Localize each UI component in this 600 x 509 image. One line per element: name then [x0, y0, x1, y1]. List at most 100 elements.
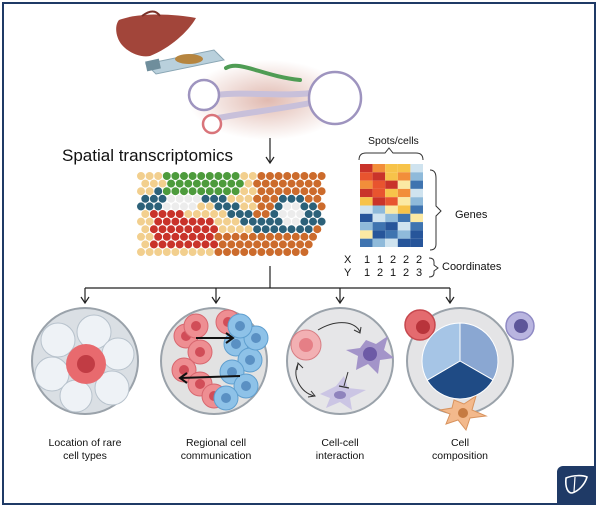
tissue-spot	[252, 209, 262, 219]
page-title: Spatial transcriptomics	[62, 146, 234, 165]
tissue-spot	[205, 201, 215, 211]
tissue-spot	[209, 194, 219, 204]
tissue-spot	[200, 179, 211, 189]
tissue-spot	[170, 247, 180, 257]
heatmap-cell	[410, 188, 423, 198]
tissue-spot	[304, 194, 314, 204]
caption-line: Location of rare	[48, 437, 122, 449]
tissue-spot	[252, 179, 262, 189]
tissue-spot	[222, 232, 232, 242]
tissue-spot	[157, 194, 168, 204]
tissue-spot	[282, 217, 292, 227]
tissue-spot	[188, 201, 198, 211]
tissue-spot	[162, 247, 172, 257]
tissue-spot	[265, 247, 275, 257]
tissue-spot	[136, 186, 146, 196]
signal-arrow	[179, 375, 241, 379]
caption-cell-composition: Cell composition	[400, 437, 520, 463]
tissue-spot	[183, 194, 193, 204]
heatmap-cell	[385, 222, 398, 231]
tissue-spot	[243, 194, 254, 204]
tissue-spot	[205, 217, 215, 227]
tissue-spot	[261, 239, 271, 249]
tissue-spot	[282, 201, 292, 211]
tissue-spot	[213, 186, 223, 196]
tissue-spot	[149, 209, 159, 219]
tissue-spot	[179, 217, 189, 227]
tissue-spot	[256, 247, 267, 257]
tissue-spot	[183, 224, 193, 234]
tissue-spot	[175, 179, 185, 189]
tissue-spot	[179, 247, 189, 257]
tissue-spot	[295, 224, 305, 234]
heatmap-cell	[397, 205, 411, 214]
heatmap-cell	[410, 180, 423, 189]
tissue-spot	[286, 224, 297, 234]
tissue-spot	[278, 209, 288, 219]
cell-nucleus	[195, 379, 205, 389]
tissue-spot	[213, 201, 223, 211]
tissue-spot	[286, 179, 297, 189]
tissue-spot	[256, 217, 267, 227]
branch-connector	[80, 266, 455, 305]
tissue-spot	[218, 224, 228, 234]
tissue-spot	[299, 201, 310, 211]
tissue-spot	[243, 239, 254, 249]
tissue-spot	[265, 217, 275, 227]
cell-nucleus	[227, 367, 237, 377]
tissue-spot	[226, 224, 236, 234]
tissue-spot	[312, 224, 322, 234]
tissue-spot	[175, 224, 185, 234]
arrowhead-icon	[178, 372, 188, 384]
tissue-spot	[140, 224, 150, 234]
heatmap-cell	[372, 230, 386, 239]
tissue-spot	[265, 186, 275, 196]
tissue-spot	[218, 194, 228, 204]
tissue-spot	[226, 239, 236, 249]
tissue-spot	[295, 209, 305, 219]
tissue-spot	[282, 232, 292, 242]
tissue-spot	[261, 209, 271, 219]
tissue-spot	[235, 179, 245, 189]
heatmap-cell	[372, 205, 386, 214]
tissue-spot	[239, 171, 249, 181]
tissue-spot	[231, 217, 241, 227]
x-coord-value: 1	[377, 254, 384, 266]
tissue-spot	[308, 217, 318, 227]
caption-line: composition	[431, 450, 489, 462]
heatmap-cell	[385, 205, 398, 214]
tissue-spot	[274, 171, 284, 181]
tissue-spot	[269, 224, 279, 234]
x-coord-value: 2	[390, 254, 397, 266]
tissue-spot	[243, 224, 254, 234]
tissue-spot	[243, 209, 254, 219]
y-axis-label: Y	[344, 267, 352, 279]
tissue-spot	[252, 224, 262, 234]
tissue-spot	[213, 217, 223, 227]
x-axis-label: X	[344, 254, 352, 266]
tissue-spot	[196, 232, 206, 242]
caption-line: Cell	[450, 437, 470, 449]
tissue-spot	[274, 186, 284, 196]
tissue-spot	[235, 224, 245, 234]
tissue-spot	[265, 201, 275, 211]
heatmap-cell	[372, 188, 386, 198]
tissue-spot	[136, 247, 146, 257]
tissue-spot	[136, 201, 146, 211]
heatmap-cell	[397, 180, 411, 189]
tissue-spot	[145, 186, 155, 196]
tissue-spot	[291, 247, 301, 257]
heatmap-cell	[360, 164, 373, 173]
cell-nucleus	[179, 365, 189, 375]
caption-regional-communication: Regional cell communication	[156, 437, 276, 463]
tissue-spot	[166, 239, 176, 249]
tissue-spot	[274, 247, 284, 257]
regional-communication-panel	[160, 307, 269, 415]
tissue-spot	[235, 194, 245, 204]
tissue-spot	[145, 217, 155, 227]
tissue-spot	[200, 194, 211, 204]
tissue-spot	[170, 186, 180, 196]
tissue-spot	[183, 179, 193, 189]
tissue-spot	[162, 201, 172, 211]
